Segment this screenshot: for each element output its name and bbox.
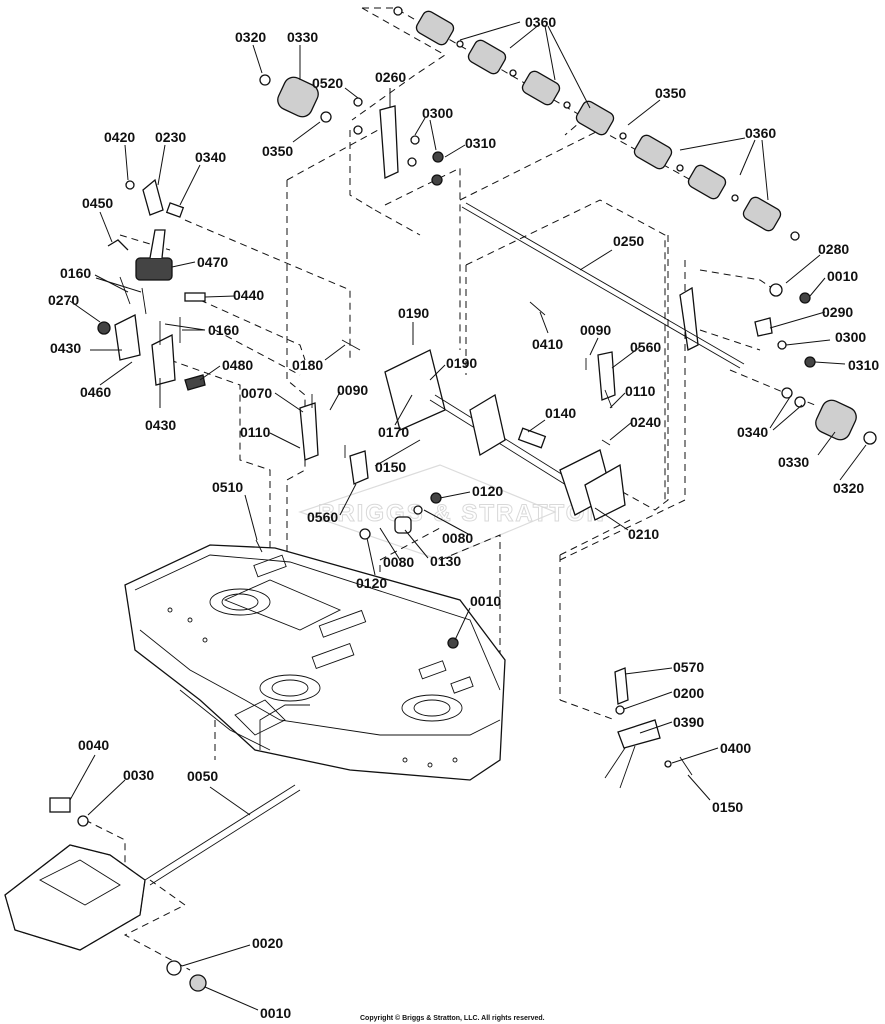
- callout-0110-left: 0110: [240, 424, 271, 440]
- left-roller: [259, 74, 444, 186]
- center-pivot-assembly: [299, 349, 626, 649]
- callout-0120-upper: 0120: [472, 483, 503, 499]
- callout-0340-right: 0340: [737, 424, 768, 440]
- mower-deck: [124, 544, 506, 781]
- callout-0240: 0240: [630, 414, 661, 430]
- callout-0230: 0230: [155, 129, 186, 145]
- callout-0160-upper: 0160: [60, 265, 91, 281]
- callout-0030: 0030: [123, 767, 154, 783]
- callout-0170: 0170: [378, 424, 409, 440]
- callout-0350-right: 0350: [655, 85, 686, 101]
- callout-0190-lower: 0190: [446, 355, 477, 371]
- callout-0440: 0440: [233, 287, 264, 303]
- callout-0560-right: 0560: [630, 339, 661, 355]
- callout-0200: 0200: [673, 685, 704, 701]
- callout-0420: 0420: [104, 129, 135, 145]
- callout-0280: 0280: [818, 241, 849, 257]
- callout-0090-right: 0090: [580, 322, 611, 338]
- callout-0360-lower: 0360: [745, 125, 776, 141]
- callout-0110-right: 0110: [625, 383, 656, 399]
- roller-row-upper: [393, 6, 800, 241]
- right-roller: [679, 283, 877, 445]
- callout-0340-left: 0340: [195, 149, 226, 165]
- callout-0470: 0470: [197, 254, 228, 270]
- bolts: [119, 276, 613, 553]
- callout-0330-right: 0330: [778, 454, 809, 470]
- callout-0040: 0040: [78, 737, 109, 753]
- callout-0300-right: 0300: [835, 329, 866, 345]
- callout-0320-left: 0320: [235, 29, 266, 45]
- callout-0300-left: 0300: [422, 105, 453, 121]
- callout-0510: 0510: [212, 479, 243, 495]
- callout-0250: 0250: [613, 233, 644, 249]
- callout-0560-left: 0560: [307, 509, 338, 525]
- callout-0400: 0400: [720, 740, 751, 756]
- callout-0350-left: 0350: [262, 143, 293, 159]
- callout-0180: 0180: [292, 357, 323, 373]
- callout-0570: 0570: [673, 659, 704, 675]
- callout-0080-right: 0080: [442, 530, 473, 546]
- callout-0010-center: 0010: [470, 593, 501, 609]
- callout-labels: 0360 0320 0330 0520 0260 0350 0300 0310 …: [48, 14, 879, 1021]
- rod-0250: [461, 202, 745, 369]
- callout-0010-right: 0010: [827, 268, 858, 284]
- callout-0330-left: 0330: [287, 29, 318, 45]
- callout-0120-lower: 0120: [356, 575, 387, 591]
- callout-0020: 0020: [252, 935, 283, 951]
- lower-right-linkage: [604, 667, 693, 789]
- callout-0480: 0480: [222, 357, 253, 373]
- callout-0320-right: 0320: [833, 480, 864, 496]
- callout-0130: 0130: [430, 553, 461, 569]
- callout-0210: 0210: [628, 526, 659, 542]
- callout-0270: 0270: [48, 292, 79, 308]
- callout-0390: 0390: [673, 714, 704, 730]
- callout-0360-upper: 0360: [525, 14, 556, 30]
- callout-0080-left: 0080: [383, 554, 414, 570]
- callout-0430-lower: 0430: [145, 417, 176, 433]
- leader-lines: [69, 21, 867, 1011]
- callout-0140: 0140: [545, 405, 576, 421]
- callout-0450: 0450: [82, 195, 113, 211]
- callout-0310-right: 0310: [848, 357, 879, 373]
- callout-0090-left: 0090: [337, 382, 368, 398]
- callout-0150-lower: 0150: [712, 799, 743, 815]
- callout-0460: 0460: [80, 384, 111, 400]
- callout-0260: 0260: [375, 69, 406, 85]
- callout-0290: 0290: [822, 304, 853, 320]
- left-bracket-assembly: [97, 178, 206, 391]
- callout-0310-left: 0310: [465, 135, 496, 151]
- watermark-text: BRIGGS & STRATTON: [318, 500, 606, 527]
- callout-0520: 0520: [312, 75, 343, 91]
- callout-0010-bottom: 0010: [260, 1005, 291, 1021]
- callout-0160-lower: 0160: [208, 322, 239, 338]
- callout-0190-upper: 0190: [398, 305, 429, 321]
- callout-0150-upper: 0150: [375, 459, 406, 475]
- callout-0070: 0070: [241, 385, 272, 401]
- callout-0050: 0050: [187, 768, 218, 784]
- copyright-notice: Copyright © Briggs & Stratton, LLC. All …: [360, 1014, 545, 1022]
- watermark-logo: BRIGGS & STRATTON: [298, 464, 606, 561]
- callout-0430-left: 0430: [50, 340, 81, 356]
- callout-0410: 0410: [532, 336, 563, 352]
- lift-pedal-bracket: [4, 784, 301, 992]
